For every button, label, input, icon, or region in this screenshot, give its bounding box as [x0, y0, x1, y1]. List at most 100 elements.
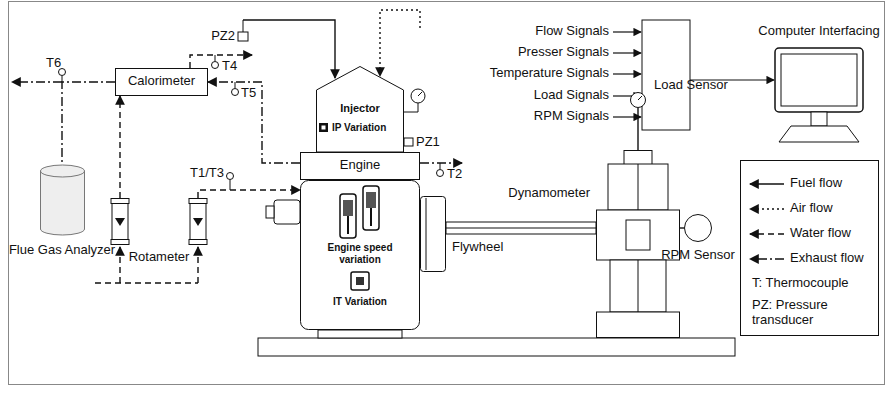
engine-block: Engine speed variationIT Variation [300, 180, 420, 330]
cylinder-rim [41, 171, 85, 177]
sensor-circle [685, 215, 712, 242]
pressure-transducer [238, 32, 248, 41]
timing-icon-core [356, 277, 364, 285]
node-label: Dynamometer [508, 186, 590, 201]
piston-icon [343, 200, 353, 216]
flywheel-shape [420, 196, 446, 272]
gauge-needle [638, 96, 642, 100]
monitor-screen [775, 48, 863, 112]
dynamometer-detail [638, 164, 639, 210]
tube-cap [111, 199, 129, 204]
shaft [446, 222, 596, 234]
rotameter-float [115, 218, 125, 226]
calorimeter-box: Calorimeter [115, 68, 208, 96]
ip-square [319, 123, 328, 132]
engine-box: Engine [300, 152, 420, 180]
legend-entry: PZ: Pressure transducer [752, 298, 876, 328]
signal-box [642, 20, 690, 130]
dynamometer-detail [626, 220, 650, 250]
legend-entry: Exhaust flow [790, 251, 876, 266]
exhaust-outlet [12, 81, 62, 82]
dynamometer-part [608, 164, 668, 210]
block-outline [301, 181, 420, 330]
sensor-tag: PZ2 [211, 29, 235, 44]
monitor-stand [811, 112, 827, 126]
tube-cap [111, 240, 129, 245]
frame [9, 2, 885, 385]
pressure-transducer [404, 138, 413, 146]
legend-samples [750, 184, 784, 259]
thermocouple-stem [215, 55, 216, 61]
legend-box [741, 161, 879, 336]
computer-shape [755, 24, 883, 150]
cylinder-icon [363, 186, 379, 230]
tube-cap [189, 199, 207, 204]
rod-icon [347, 216, 349, 234]
gauge-stem [404, 103, 418, 112]
water-line [119, 96, 120, 198]
exhaust-sample-line [62, 82, 115, 165]
node-label: Calorimeter [115, 74, 208, 89]
node-label: Flywheel [452, 240, 503, 255]
exhaust-outlet [420, 162, 462, 163]
sensor-link [680, 227, 684, 228]
thermocouple [212, 62, 219, 69]
dynamometer-part [610, 260, 666, 312]
rpm-sensor-shape [684, 214, 712, 242]
thermocouple-stem [440, 163, 441, 169]
legend-entry: Water flow [790, 226, 876, 241]
legend-entry: Fuel flow [790, 176, 876, 191]
node-sublabel: IP Variation [332, 122, 402, 134]
thermocouple [232, 89, 239, 96]
node-label: Flue Gas Analyzer [9, 243, 115, 258]
gas-analyzer-shape [40, 165, 85, 235]
flywheel: Flywheel [420, 196, 446, 272]
rod-icon [370, 208, 372, 226]
gauge-dial [631, 93, 646, 108]
air-line [380, 10, 420, 76]
computer: Computer Interfacing [755, 24, 883, 150]
signal-name: Temperature Signals [490, 66, 609, 81]
ip-square-inner [322, 126, 326, 130]
sensor-tag: T1/T3 [190, 166, 224, 181]
dynamometer-shape [596, 150, 680, 338]
cylinder-outline [41, 165, 85, 235]
gauge-needle [418, 92, 422, 96]
exhaust-pipe [208, 82, 300, 163]
node-sublabel: IT Variation [300, 296, 420, 308]
gas-analyzer: Flue Gas Analyzer [40, 165, 85, 235]
node-label: Injector [316, 102, 404, 115]
node-label: Engine [300, 158, 420, 173]
sensor-stem [243, 20, 244, 32]
piston-icon [366, 192, 376, 208]
water-inlet [95, 282, 198, 283]
rotameter-float [193, 218, 203, 226]
water-outlet [190, 55, 252, 68]
signal-name: Presser Signals [518, 45, 609, 60]
sensor-tag: PZ1 [416, 135, 440, 150]
load-sensor-shape [630, 92, 646, 108]
flywheel-outline [421, 197, 446, 272]
dynamometer-detail [638, 260, 639, 312]
rotameter-tube [190, 199, 206, 245]
injector-box: Injector IP Variation [316, 66, 404, 152]
tube-cap [189, 240, 207, 245]
water-inlet [119, 247, 120, 283]
dynamometer-part [624, 151, 652, 165]
node-label: RPM Sensor [661, 248, 735, 263]
cylinder-icon [340, 194, 356, 238]
dynamometer: Dynamometer [596, 150, 680, 338]
node-label: Computer Interfacing [758, 24, 879, 39]
thermocouple [227, 173, 234, 180]
thermocouple-stem [62, 76, 63, 82]
box-outline [116, 69, 208, 96]
water-pump [274, 200, 300, 224]
sensor-stem [637, 108, 638, 150]
sensor-tag: T5 [241, 86, 256, 101]
signal-name: Flow Signals [535, 24, 609, 39]
rotameter-tube [112, 199, 128, 245]
thermocouple-stem [235, 82, 236, 88]
dynamometer-part [597, 312, 680, 338]
